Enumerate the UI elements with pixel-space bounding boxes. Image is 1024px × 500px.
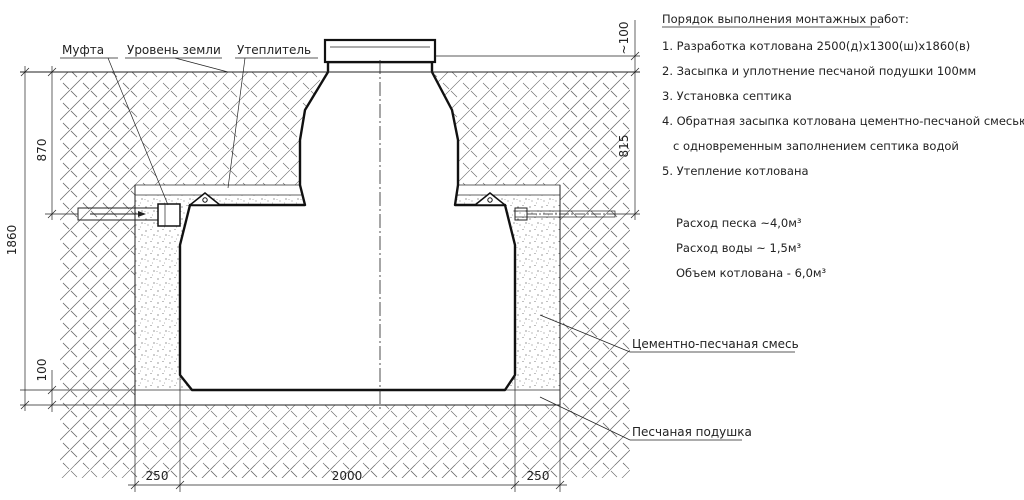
pit-outline — [134, 185, 561, 406]
instructions-block: Порядок выполнения монтажных работ: 1. Р… — [662, 12, 1024, 178]
dim-width: 2000 — [332, 469, 363, 483]
dim-cushion: 100 — [35, 359, 49, 382]
consumption-water: Расход воды ~ 1,5м³ — [676, 241, 802, 255]
dim-side-right: 250 — [527, 469, 550, 483]
label-sand-cushion: Песчаная подушка — [632, 425, 752, 439]
soil-hatching — [60, 72, 630, 478]
bottom-dimensions — [128, 375, 567, 492]
label-cement-sand: Цементно-песчаная смесь — [632, 337, 799, 351]
dim-side-left: 250 — [146, 469, 169, 483]
dim-depth-inlet: 870 — [35, 139, 49, 162]
instruction-step-4-cont: с одновременным заполнением септика водо… — [662, 139, 959, 153]
pit-volume: Объем котлована - 6,0м³ — [676, 266, 827, 280]
consumption-sand: Расход песка ~4,0м³ — [676, 216, 802, 230]
sand-cushion — [134, 389, 561, 406]
right-dimensions — [435, 20, 640, 220]
instruction-step-4: 4. Обратная засыпка котлована цементно-п… — [662, 114, 1024, 128]
label-insulation: Утеплитель — [237, 43, 311, 57]
coupling-shape — [157, 203, 181, 227]
consumption-block: Расход песка ~4,0м³ Расход воды ~ 1,5м³ … — [676, 216, 827, 280]
label-coupling: Муфта — [62, 43, 104, 57]
top-leaders — [60, 57, 318, 206]
dim-outlet-depth: 815 — [617, 135, 631, 158]
dim-neck-top: ~100 — [617, 22, 631, 55]
dim-total-height: 1860 — [5, 225, 19, 256]
left-dimensions — [20, 66, 135, 412]
instruction-step-1: 1. Разработка котлована 2500(д)х1300(ш)х… — [662, 39, 970, 53]
material-leaders — [539, 314, 795, 441]
instructions-title: Порядок выполнения монтажных работ: — [662, 12, 909, 26]
instruction-step-5: 5. Утепление котлована — [662, 164, 809, 178]
label-ground-level: Уровень земли — [127, 43, 221, 57]
cement-sand-backfill — [135, 195, 560, 390]
septic-tank — [178, 38, 517, 410]
instruction-step-3: 3. Установка септика — [662, 89, 792, 103]
instruction-step-2: 2. Засыпка и уплотнение песчаной подушки… — [662, 64, 976, 78]
